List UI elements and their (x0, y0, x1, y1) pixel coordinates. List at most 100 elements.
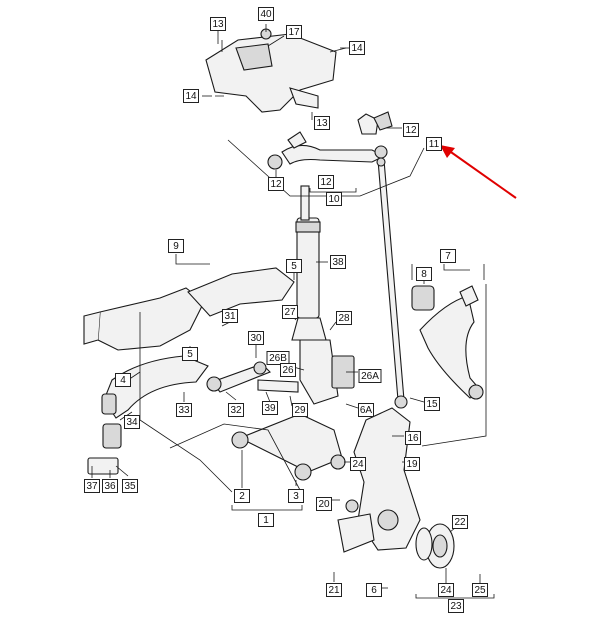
callout-box (358, 403, 374, 417)
callout-number: 12 (320, 177, 332, 188)
callout-box (258, 513, 274, 527)
callout-36: 36 (102, 479, 118, 493)
callout-number: 13 (212, 19, 224, 30)
callout-10: 10 (326, 192, 342, 206)
callout-box (452, 515, 468, 529)
callout-box (440, 249, 456, 263)
callout-number: 29 (294, 405, 306, 416)
stabilizer-bushings (87, 393, 122, 475)
callout-number: 24 (352, 459, 364, 470)
callout-29: 29 (292, 403, 308, 417)
callout-26A: 26A (358, 369, 382, 383)
callout-number: 12 (270, 179, 282, 190)
callout-6: 6 (366, 583, 382, 597)
callout-box (403, 123, 419, 137)
callout-13: 13 (314, 116, 330, 130)
callout-30: 30 (248, 331, 264, 345)
callout-box (248, 331, 264, 345)
callout-box (115, 373, 131, 387)
callout-box (405, 431, 421, 445)
callout-24: 24 (350, 457, 366, 471)
callout-number: 5 (291, 261, 297, 272)
callout-box (318, 175, 334, 189)
callout-box (404, 457, 420, 471)
callout-box (472, 583, 488, 597)
callout-26: 26 (280, 363, 296, 377)
callout-12: 12 (268, 177, 284, 191)
callout-number: 39 (264, 403, 276, 414)
callout-box (258, 7, 274, 21)
callout-12: 12 (403, 123, 419, 137)
callout-box (424, 397, 440, 411)
callout-number: 19 (406, 459, 418, 470)
rear-subframe-left (83, 267, 295, 419)
callout-number: 14 (185, 91, 197, 102)
callout-number: 14 (351, 43, 363, 54)
callout-number: 10 (328, 194, 340, 205)
callout-38: 38 (330, 255, 346, 269)
callout-number: 26 (282, 365, 294, 376)
callout-box (326, 192, 342, 206)
callout-number: 13 (316, 118, 328, 129)
callout-34: 34 (124, 415, 140, 429)
shock-absorber (291, 185, 327, 341)
callout-33: 33 (176, 403, 192, 417)
callout-number: 15 (426, 399, 438, 410)
callout-8: 8 (416, 267, 432, 281)
wheel-hub (415, 523, 455, 569)
callout-number: 2 (239, 491, 245, 502)
bracket-26 (299, 339, 355, 405)
callout-box (438, 583, 454, 597)
callout-number: 32 (230, 405, 242, 416)
callout-39: 39 (262, 401, 278, 415)
callout-box (262, 401, 278, 415)
callout-28: 28 (336, 311, 352, 325)
callout-number: 35 (124, 481, 136, 492)
callout-21: 21 (326, 583, 342, 597)
callout-24: 24 (438, 583, 454, 597)
callout-box (182, 347, 198, 361)
callout-box (350, 457, 366, 471)
callout-32: 32 (228, 403, 244, 417)
callout-11: 11 (426, 137, 442, 151)
callout-6A: 6A (358, 403, 374, 417)
callout-box (286, 259, 302, 273)
callout-box (124, 415, 140, 429)
callout-number: 17 (288, 27, 300, 38)
callout-box (326, 583, 342, 597)
callout-box (280, 363, 296, 377)
callout-box (316, 497, 332, 511)
callout-5: 5 (182, 347, 198, 361)
callout-2: 2 (234, 489, 250, 503)
callout-14: 14 (349, 41, 365, 55)
callout-12: 12 (318, 175, 334, 189)
callout-number: 6A (360, 405, 373, 416)
callout-31: 31 (222, 309, 238, 323)
callout-box (268, 177, 284, 191)
callout-number: 31 (224, 311, 236, 322)
callout-number: 22 (454, 517, 466, 528)
callout-box (416, 267, 432, 281)
callout-box (292, 403, 308, 417)
callout-37: 37 (84, 479, 100, 493)
callout-9: 9 (168, 239, 184, 253)
callout-box (336, 311, 352, 325)
upper-control-arm (267, 111, 393, 170)
callout-number: 23 (450, 601, 462, 612)
callout-27: 27 (282, 305, 298, 319)
callout-25: 25 (472, 583, 488, 597)
callout-number: 26B (269, 353, 287, 364)
callout-number: 36 (104, 481, 116, 492)
callout-box (228, 403, 244, 417)
callout-number: 8 (421, 269, 427, 280)
callout-number: 40 (260, 9, 272, 20)
callout-1: 1 (258, 513, 274, 527)
callout-4: 4 (115, 373, 131, 387)
callout-number: 27 (284, 307, 296, 318)
callout-box (210, 17, 226, 31)
callout-number: 5 (187, 349, 193, 360)
callout-number: 11 (429, 139, 440, 150)
callout-number: 33 (178, 405, 190, 416)
callout-23: 23 (448, 599, 464, 613)
